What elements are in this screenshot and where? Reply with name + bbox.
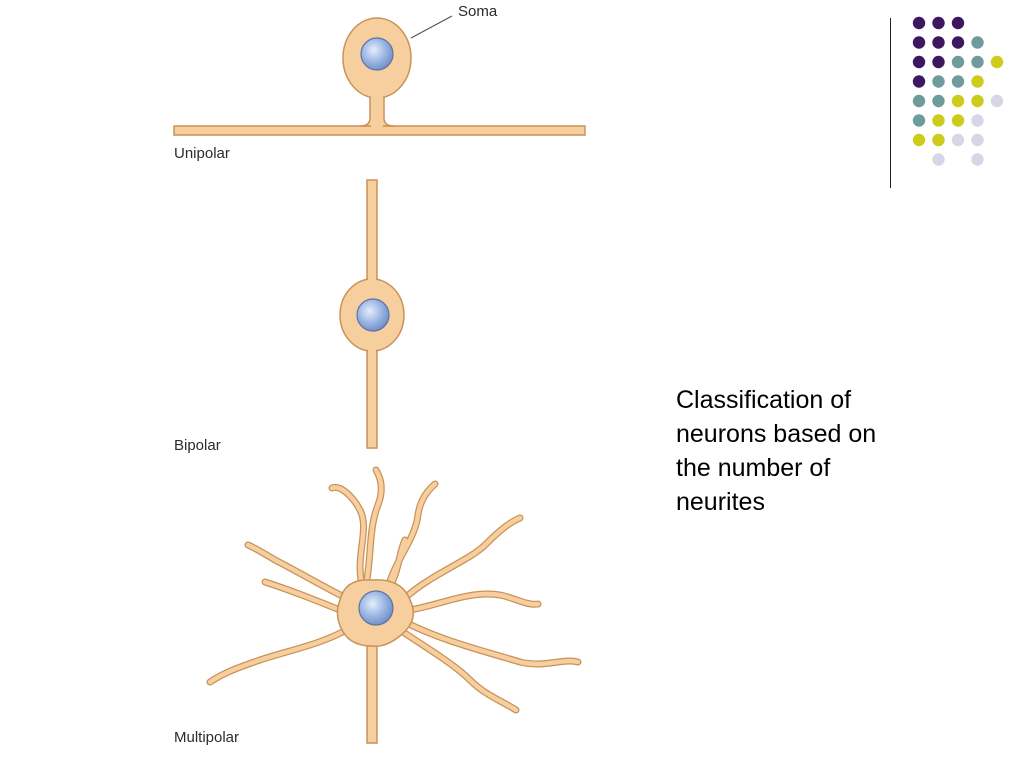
caption-line: Classification of xyxy=(676,386,852,414)
neuron-classification-figure xyxy=(173,15,586,744)
decorative-dot xyxy=(932,94,945,108)
decorative-dot-grid xyxy=(912,16,1004,166)
decorative-dot xyxy=(932,16,945,30)
slide-caption: Classification of neurons based on the n… xyxy=(676,383,936,519)
caption-line: neurons based on xyxy=(676,420,877,448)
unipolar-label: Unipolar xyxy=(174,145,230,162)
dendrite-fill xyxy=(407,591,541,613)
decorative-divider-line xyxy=(890,18,891,188)
decorative-dot xyxy=(971,94,984,108)
decorative-dot xyxy=(912,36,926,49)
soma-leader-line xyxy=(410,15,453,39)
decorative-dot xyxy=(951,55,965,69)
caption-line: the number of xyxy=(676,454,831,482)
decorative-dot xyxy=(932,36,945,49)
dendrite-fill xyxy=(262,579,348,615)
dendrite-fill xyxy=(245,542,353,603)
decorative-dot xyxy=(971,36,984,49)
decorative-dot xyxy=(971,75,984,88)
decorative-dot xyxy=(951,75,965,88)
multipolar-dendrites xyxy=(206,466,582,714)
decorative-dot xyxy=(912,114,926,127)
bipolar-neuron xyxy=(339,179,405,449)
soma-label: Soma xyxy=(458,3,498,20)
decorative-dot xyxy=(932,133,945,147)
caption-line: neurites xyxy=(676,488,765,516)
decorative-dot xyxy=(932,55,945,69)
dendrite-fill xyxy=(329,485,366,588)
multipolar-nucleus xyxy=(358,590,394,626)
dendrite-fill xyxy=(402,619,581,667)
unipolar-neuron xyxy=(173,15,586,136)
dendrite-fill xyxy=(362,467,384,593)
decorative-dot xyxy=(971,55,984,69)
decorative-dot xyxy=(990,94,1004,108)
decorative-dot xyxy=(951,114,965,127)
decorative-dot xyxy=(932,153,945,166)
decorative-dot xyxy=(932,75,945,88)
unipolar-nucleus xyxy=(360,37,394,71)
dendrite-fill xyxy=(402,515,523,601)
decorative-dot xyxy=(912,16,926,30)
decorative-dot xyxy=(990,55,1004,69)
decorative-dot xyxy=(951,16,965,30)
decorative-dot xyxy=(971,114,984,127)
decorative-dot xyxy=(951,133,965,147)
decorative-dot xyxy=(951,94,965,108)
multipolar-axon xyxy=(366,634,378,744)
multipolar-neuron xyxy=(206,466,582,744)
bipolar-label: Bipolar xyxy=(174,437,221,454)
dendrite-fill xyxy=(207,625,353,685)
bipolar-nucleus xyxy=(356,298,390,332)
decorative-dot xyxy=(932,114,945,127)
decorative-dot xyxy=(912,75,926,88)
decorative-dot xyxy=(912,94,926,108)
decorative-dot xyxy=(971,133,984,147)
dendrite-fill xyxy=(397,627,519,713)
decorative-dot xyxy=(971,153,984,166)
decorative-dot xyxy=(912,55,926,69)
decorative-dot xyxy=(951,36,965,49)
decorative-dot xyxy=(912,133,926,147)
multipolar-label: Multipolar xyxy=(174,729,240,746)
